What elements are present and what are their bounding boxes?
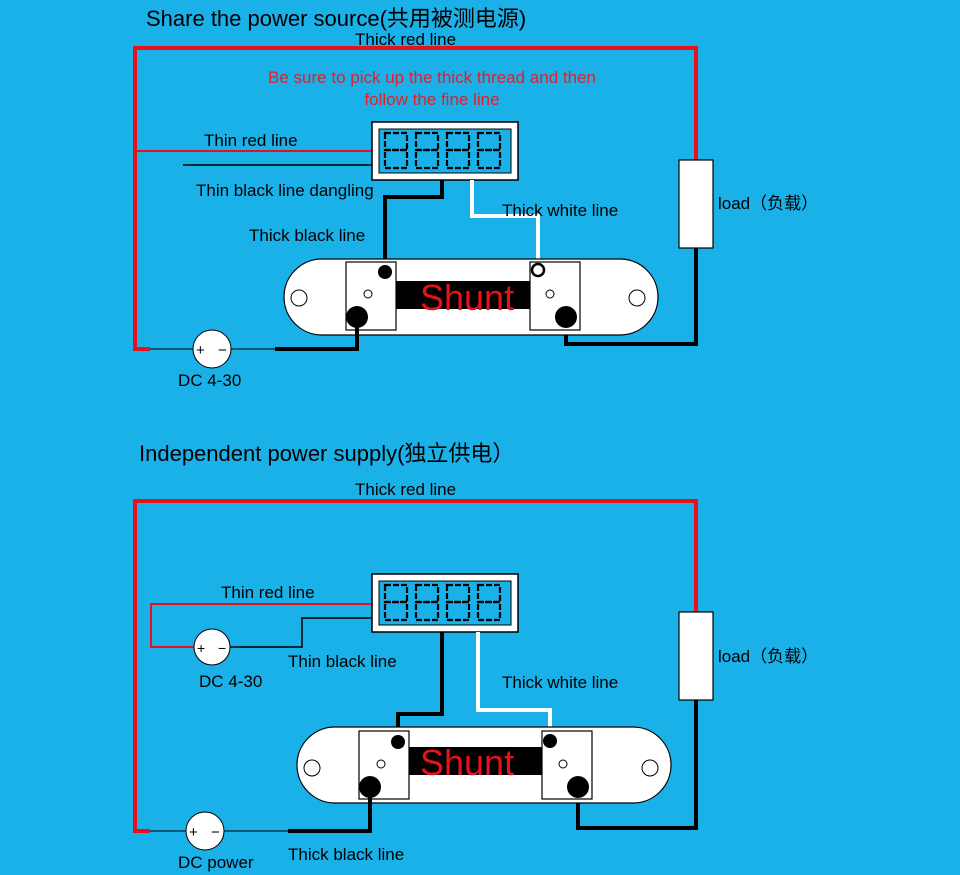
top-dc-minus: − (218, 342, 227, 359)
bottom-load-label: load（负载） (718, 647, 818, 666)
top-thin-black-label: Thin black line dangling (196, 181, 374, 200)
bottom-display-digit-1 (383, 583, 409, 622)
bottom-shunt: Shunt (296, 726, 672, 804)
bottom-dc-minus: − (211, 824, 220, 841)
top-load-label: load（负载） (718, 194, 818, 213)
bottom-small-dc-plus: + (197, 640, 205, 656)
independent-power-diagram: Independent power supply(独立供电） Thick red… (133, 441, 818, 872)
top-thick-white-wire (470, 180, 540, 268)
shared-power-title: Share the power source(共用被测电源) (146, 6, 526, 31)
bottom-shunt-label: Shunt (420, 742, 514, 783)
bottom-small-dc-minus: − (218, 640, 226, 656)
bottom-dc-power-source: + − (150, 811, 288, 851)
bottom-load-return-wire (576, 700, 698, 830)
bottom-dc-power-label: DC power (178, 853, 254, 872)
top-load (678, 159, 714, 249)
top-note-line2: follow the fine line (364, 90, 499, 109)
top-dc-source: + − (150, 329, 275, 369)
independent-power-title: Independent power supply(独立供电） (139, 441, 514, 466)
bottom-thin-black-wire (230, 617, 375, 648)
top-voltmeter-display (371, 121, 519, 181)
bottom-display-digit-2 (414, 583, 440, 622)
top-dc-negative-wire (275, 320, 359, 351)
bottom-voltmeter-display (371, 573, 519, 633)
top-dc-plus: + (196, 342, 205, 359)
bottom-display-digit-3 (445, 583, 471, 622)
top-note-line1: Be sure to pick up the thick thread and … (268, 68, 596, 87)
top-display-digit-1 (383, 131, 409, 170)
bottom-dc-plus: + (189, 824, 198, 841)
top-thick-red-wire (133, 46, 698, 351)
bottom-small-dc-source: + − (193, 628, 231, 666)
top-dc-label: DC 4-30 (178, 371, 241, 390)
bottom-thin-black-label: Thin black line (288, 652, 397, 671)
top-thick-white-label: Thick white line (502, 201, 618, 220)
top-display-digit-2 (414, 131, 440, 170)
top-thin-red-label: Thin red line (204, 131, 298, 150)
top-shunt-label: Shunt (420, 277, 514, 318)
top-display-digit-4 (476, 131, 502, 170)
bottom-thin-red-label: Thin red line (221, 583, 315, 602)
bottom-thick-white-wire (476, 632, 552, 734)
top-display-digit-3 (445, 131, 471, 170)
shared-power-diagram: Share the power source(共用被测电源) Thick red… (133, 6, 818, 390)
bottom-load (678, 611, 714, 701)
bottom-dc-negative-wire (288, 790, 372, 833)
bottom-display-digit-4 (476, 583, 502, 622)
top-thick-red-label: Thick red line (355, 30, 456, 49)
bottom-thick-red-wire (133, 499, 698, 833)
top-thick-black-label: Thick black line (249, 226, 365, 245)
top-shunt: Shunt (283, 258, 659, 336)
bottom-thick-red-label: Thick red line (355, 480, 456, 499)
bottom-thick-black-signal-wire (396, 632, 444, 740)
bottom-thin-red-wire (150, 603, 375, 648)
bottom-thick-white-label: Thick white line (502, 673, 618, 692)
bottom-thick-black-label: Thick black line (288, 845, 404, 864)
top-thick-black-wire (383, 180, 444, 272)
bottom-small-dc-label: DC 4-30 (199, 672, 262, 691)
